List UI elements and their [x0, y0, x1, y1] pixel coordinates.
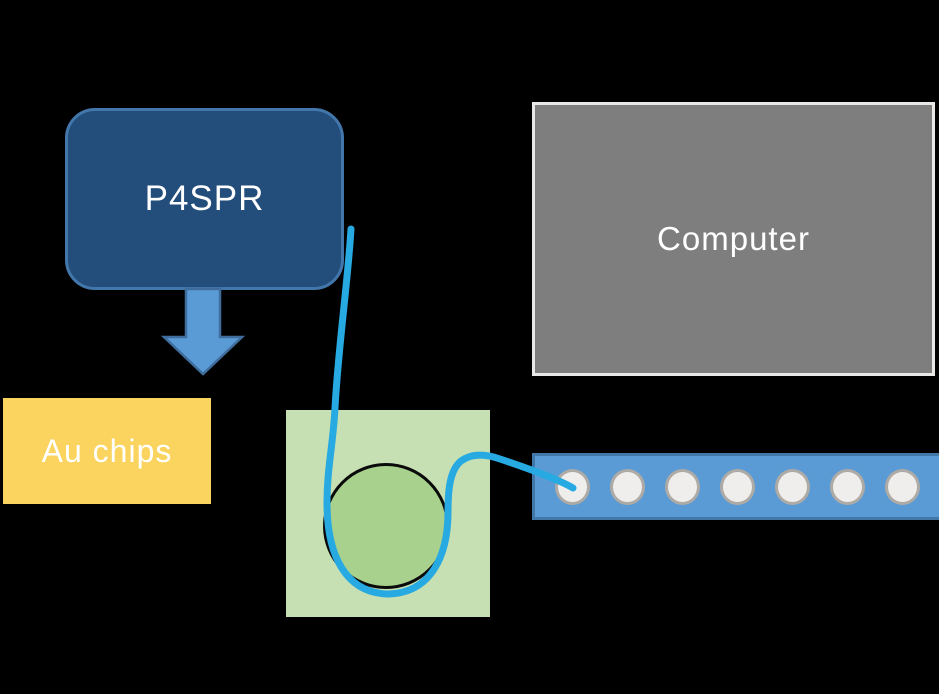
well-3: [665, 469, 700, 505]
p4spr-label: P4SPR: [144, 179, 265, 218]
au-chips-node: Au chips: [3, 398, 211, 504]
well-2: [610, 469, 645, 505]
au-chips-label: Au chips: [41, 432, 173, 469]
well-1: [555, 469, 590, 505]
well-4: [720, 469, 755, 505]
well-5: [775, 469, 810, 505]
computer-node: Computer: [532, 102, 935, 376]
well-6: [830, 469, 865, 505]
well-7: [885, 469, 920, 505]
p4spr-node: P4SPR: [65, 108, 344, 290]
flow-cell-circle: [323, 463, 449, 589]
computer-label: Computer: [657, 220, 810, 257]
